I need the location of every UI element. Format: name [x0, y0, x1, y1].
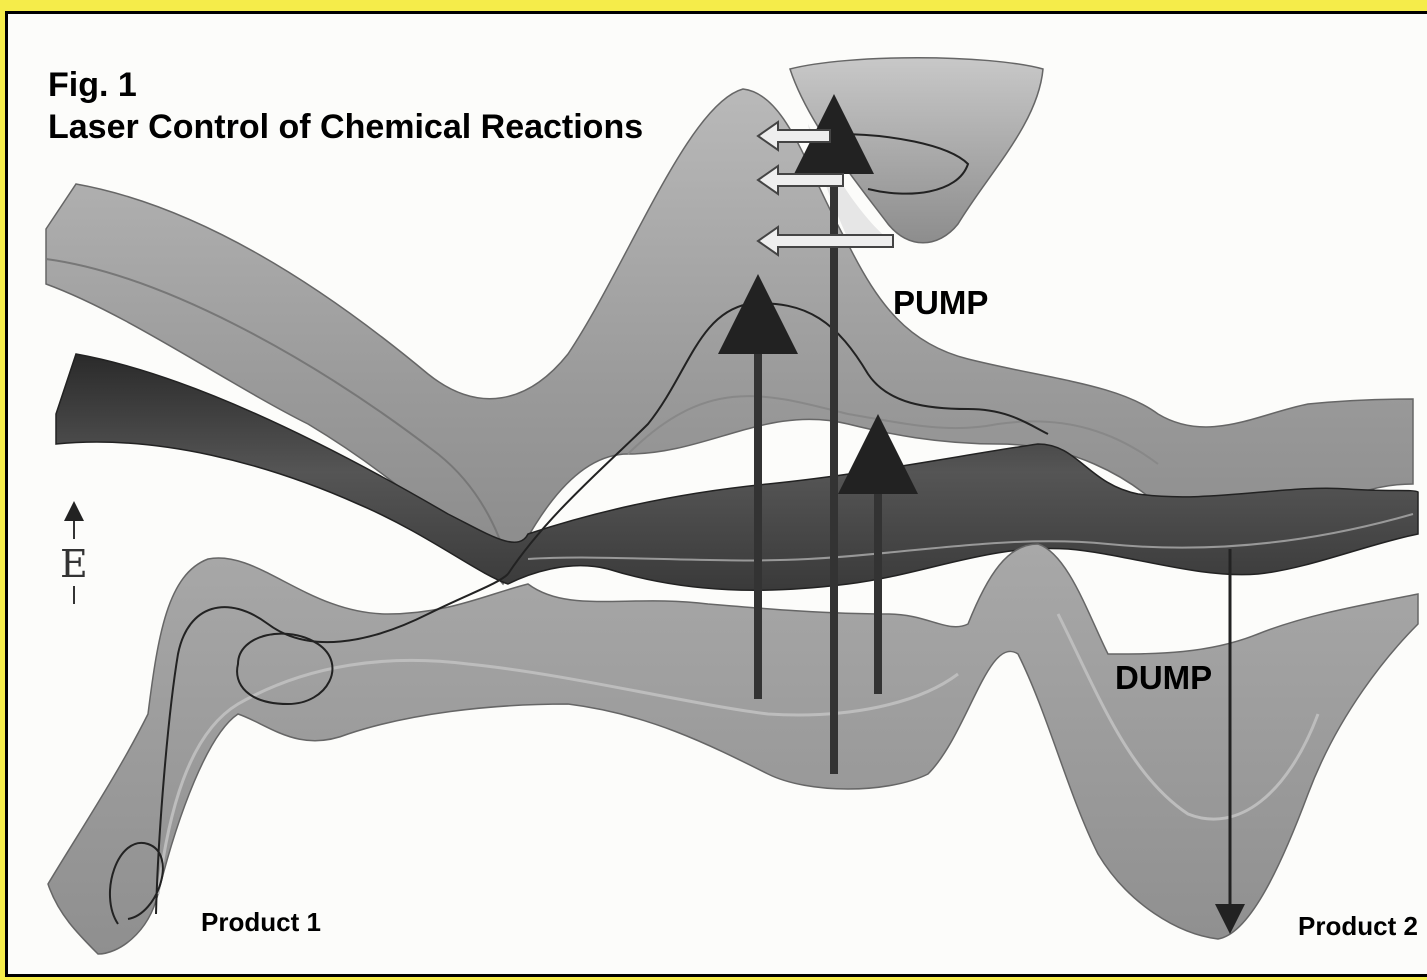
- figure-number: Fig. 1: [48, 66, 137, 105]
- dump-label: DUMP: [1115, 659, 1212, 697]
- pump-label: PUMP: [893, 284, 988, 322]
- energy-axis-label: E: [60, 542, 88, 586]
- figure-panel: Fig. 1 Laser Control of Chemical Reactio…: [5, 11, 1427, 977]
- product-2-label: Product 2: [1298, 911, 1418, 942]
- figure-title: Laser Control of Chemical Reactions: [48, 108, 643, 147]
- potential-energy-surfaces-diagram: [8, 14, 1427, 977]
- lower-surface: [48, 544, 1418, 954]
- product-1-label: Product 1: [201, 907, 321, 938]
